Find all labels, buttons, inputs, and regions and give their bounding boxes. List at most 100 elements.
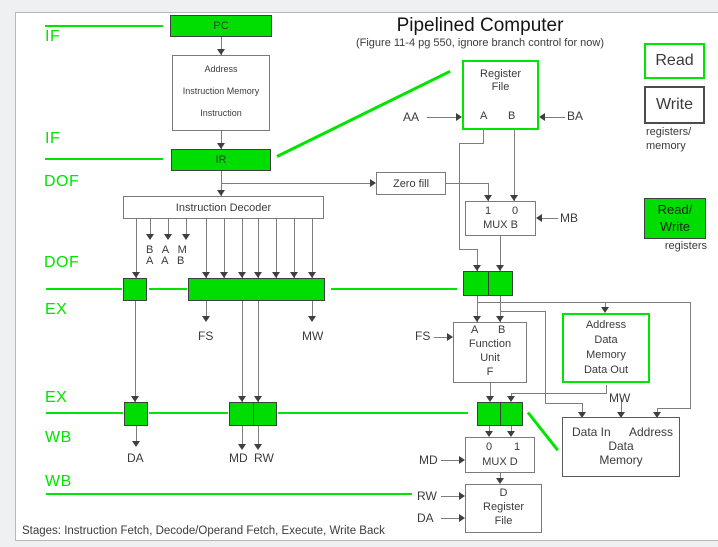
- arrowhead: [254, 444, 262, 450]
- stages-footer: Stages: Instruction Fetch, Decode/Operan…: [22, 525, 385, 537]
- signal-mw-mid: MW: [302, 329, 324, 343]
- wire: [690, 302, 691, 408]
- instruction-memory-title: Instruction Memory: [182, 86, 260, 96]
- stage-line-wb-end: [46, 493, 412, 495]
- arrowhead: [507, 396, 515, 402]
- wire: [136, 426, 137, 443]
- data-memory-write-title-1: Data: [608, 439, 634, 453]
- signal-ba: BA: [567, 109, 584, 123]
- legend-read-write-box: Read/ Write: [644, 198, 706, 239]
- legend-write-box: Write: [644, 86, 705, 124]
- signal-fs-fu: FS: [415, 329, 431, 343]
- signal-da-mid: DA: [127, 451, 144, 465]
- stage-line-ex-wb: [46, 412, 123, 414]
- stage-label-if-1: IF: [45, 28, 61, 45]
- arrowhead: [447, 333, 453, 341]
- arrowhead: [484, 195, 492, 201]
- d-register-file-title-3: File: [494, 515, 513, 527]
- legend-read-write-label-1: Read/: [657, 202, 693, 217]
- stage-label-ex-1: EX: [45, 301, 68, 318]
- register-divider: [488, 272, 489, 295]
- legend-note-registers-memory-2: memory: [646, 140, 686, 152]
- signal-md-muxd: MD: [419, 453, 438, 467]
- arrowhead: [238, 272, 246, 278]
- instruction-decoder: Instruction Decoder: [123, 196, 324, 219]
- stage-label-dof-2: DOF: [44, 254, 80, 271]
- data-memory-write-address: Address: [628, 425, 673, 439]
- wire: [542, 218, 558, 219]
- register-file-title-2: File: [491, 81, 510, 93]
- data-memory-read: Address Data Memory Data Out: [562, 313, 650, 383]
- arrowhead: [496, 316, 504, 322]
- wire: [242, 301, 243, 402]
- function-unit: A B Function Unit F: [453, 322, 527, 383]
- arrowhead: [202, 316, 210, 322]
- wire: [514, 130, 515, 201]
- arrowhead: [485, 431, 493, 437]
- arrowhead: [578, 412, 586, 418]
- stage-label-ex-2: EX: [45, 389, 68, 406]
- wire: [206, 219, 207, 278]
- signal-mb: MB: [560, 211, 578, 225]
- data-memory-read-out: Data Out: [583, 364, 629, 376]
- arrowhead: [496, 265, 504, 271]
- wire: [427, 117, 457, 118]
- arrowhead: [486, 396, 494, 402]
- pipeline-register-dof-ex-right: [463, 271, 513, 296]
- wire: [242, 426, 243, 445]
- signal-aa: AA: [403, 110, 420, 124]
- page-title: Pipelined Computer: [396, 15, 564, 36]
- stage-label-if-2: IF: [45, 130, 61, 147]
- arrowhead: [473, 265, 481, 271]
- zero-fill-label: Zero fill: [392, 178, 430, 190]
- wire: [150, 219, 151, 235]
- wire: [459, 143, 484, 144]
- zero-fill: Zero fill: [376, 172, 446, 195]
- legend-read-label: Read: [655, 52, 694, 69]
- signal-rw-mid: RW: [254, 451, 274, 465]
- data-memory-write-title-2: Memory: [599, 453, 643, 467]
- function-unit-port-b: B: [498, 324, 506, 336]
- mux-b-label: MUX B: [483, 219, 518, 231]
- wire: [621, 398, 622, 413]
- arrowhead: [507, 431, 515, 437]
- pipeline-register-dof-ex-wide: [188, 278, 325, 301]
- stage-line-if-top: [45, 25, 163, 27]
- register-file-port-b: B: [508, 110, 516, 122]
- legend-write-label: Write: [655, 96, 694, 113]
- arrowhead: [217, 190, 225, 196]
- arrowhead: [617, 412, 625, 418]
- arrowhead: [238, 444, 246, 450]
- wire: [258, 426, 259, 445]
- arrowhead: [182, 234, 190, 240]
- wire: [224, 219, 225, 278]
- wire: [477, 302, 691, 303]
- wire: [441, 460, 460, 461]
- signal-md-mid: MD: [229, 451, 248, 465]
- wire: [511, 393, 607, 394]
- mux-d-sel-0: 0: [486, 441, 493, 453]
- mux-b-sel-1: 1: [485, 205, 492, 217]
- stage-line-ex-wb: [278, 412, 468, 414]
- wire: [511, 426, 512, 433]
- stage-line-if-dof: [45, 158, 163, 160]
- function-unit-out-f: F: [486, 366, 494, 378]
- wire: [294, 219, 295, 278]
- wire: [258, 219, 259, 278]
- signal-rw-dregfile: RW: [417, 489, 437, 503]
- arrowhead: [653, 412, 661, 418]
- arrowhead: [146, 234, 154, 240]
- data-memory-read-title-1: Data: [594, 334, 618, 346]
- wire: [545, 311, 546, 403]
- page-subtitle: (Figure 11-4 pg 550, ignore branch contr…: [355, 37, 605, 49]
- arrowhead: [220, 272, 228, 278]
- function-unit-title-2: Unit: [480, 352, 500, 364]
- stage-label-dof-1: DOF: [44, 173, 80, 190]
- wire: [221, 183, 370, 184]
- instruction-memory-out: Instruction: [200, 108, 242, 118]
- arrowhead: [254, 272, 262, 278]
- stage-line-dof-ex: [46, 288, 122, 290]
- stage-line-dof-ex: [149, 288, 187, 290]
- wire: [545, 403, 583, 404]
- legend-note-registers-memory-1: registers/: [646, 126, 692, 138]
